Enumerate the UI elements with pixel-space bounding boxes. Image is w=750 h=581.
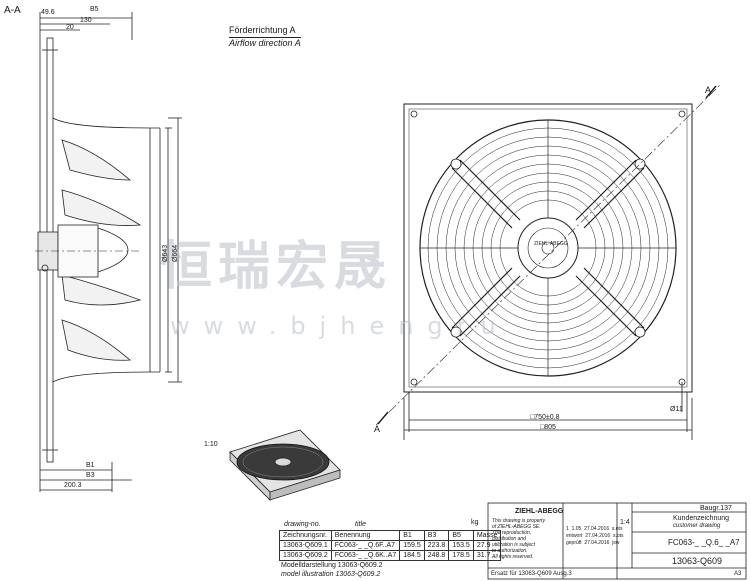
copyright-line: The reproduction,: [492, 530, 532, 536]
dim-b5: B5: [90, 6, 99, 13]
copyright-line: This drawing is property: [492, 518, 546, 524]
dim-20: 20: [66, 24, 74, 31]
revision-cell: 27.04.2016: [584, 540, 610, 546]
revision-cell: s.ots: [613, 533, 624, 539]
revision-cell: 27.04.2016: [585, 533, 611, 539]
iso-scale: 1:10: [204, 441, 218, 448]
dim-b3: B3: [86, 472, 95, 479]
revision-cell: s.ots: [611, 526, 623, 532]
dim-b5-offset: 49.6: [41, 9, 55, 16]
dim-square-inner: □750±0.8: [530, 414, 560, 421]
table-header: B1: [399, 530, 425, 541]
drawing-type-en: customer drawing: [673, 523, 721, 529]
sheet-size: A3: [734, 571, 742, 577]
hub-brand-label: ZIEHL-ABEGG: [534, 241, 568, 247]
table-cell: 184.5: [399, 550, 425, 561]
drawing-number: 13063-Q609: [672, 556, 723, 566]
front-view: [375, 84, 721, 440]
section-marker-bottom: A: [374, 424, 381, 434]
dim-dia-643: Ø643: [162, 244, 169, 262]
table-header: B3: [423, 530, 450, 541]
table-cell: 178.5: [448, 550, 474, 561]
dim-hole: Ø11: [670, 406, 683, 413]
bom-table: Zeichnungsnr. Benennung B1 B3 B5 Masse 1…: [279, 530, 502, 561]
table-cell: 153.5: [448, 540, 474, 551]
revision-table: 1 1.05 27.04.2016 s.ots entwort 27.04.20…: [566, 526, 624, 547]
bom-mass-unit: kg: [471, 519, 479, 526]
table-cell: FC063-_ _Q.6F..A7: [330, 540, 401, 551]
bom-header-drawing-no: drawing-no.: [284, 521, 321, 528]
section-marker-top: A: [705, 85, 712, 95]
table-cell: 159.5: [399, 540, 425, 551]
model-illustration-en: model illustration 13063-Q609.2: [281, 571, 381, 578]
table-cell: FC063-_ _Q.6K..A7: [330, 550, 401, 561]
table-row: 13063-Q609.1 FC063-_ _Q.6F..A7 159.5 223…: [279, 540, 502, 551]
table-cell: 248.8: [423, 550, 450, 561]
dim-130: 130: [80, 17, 92, 24]
drawing-scale: 1:4: [620, 519, 630, 526]
model-illustration-de: Modelldarstellung 13063-Q609.2: [281, 562, 383, 569]
dim-b1: B1: [86, 462, 95, 469]
revision-cell: 1.05: [571, 526, 582, 532]
revision-row: geprüft 27.04.2016 jsw: [566, 540, 624, 547]
copyright-line: All rights reserved.: [492, 554, 534, 560]
table-cell: 223.8: [423, 540, 450, 551]
dim-square-outer: □805: [540, 424, 556, 431]
revision-cell: geprüft: [566, 540, 582, 546]
revision-cell: entwort: [566, 533, 583, 539]
drawing-type: Kundenzeichnung: [673, 515, 730, 522]
iso-view: [229, 429, 341, 501]
copyright-line: to authorization.: [492, 548, 528, 554]
size-label: Baugr.137: [700, 505, 732, 512]
section-label: A-A: [4, 5, 21, 16]
airflow-label-de: Förderrichtung A: [229, 25, 296, 35]
revision-row: 1 1.05 27.04.2016 s.ots: [566, 526, 624, 533]
revision-cell: jsw: [612, 540, 620, 546]
copyright-line: utilization is subject: [492, 542, 536, 548]
revision-row: entwort 27.04.2016 s.ots: [566, 533, 624, 540]
table-cell: 31.7: [472, 550, 502, 561]
dim-dia-664: Ø664: [172, 244, 179, 262]
copyright-line: of ZIEHL-ABEGG SE.: [492, 524, 541, 530]
table-header: B5: [448, 530, 474, 541]
airflow-label-en: Airflow direction A: [229, 37, 301, 48]
table-header: Benennung: [330, 530, 401, 541]
table-cell: 13063-Q609.2: [279, 550, 332, 561]
copyright-line: distribution and: [492, 536, 526, 542]
replacement-note: Ersatz für 13063-Q609 Ausg.3: [491, 571, 572, 577]
table-cell: 13063-Q609.1: [279, 540, 332, 551]
part-name: FC063-_ _Q.6_ _A7: [668, 538, 740, 547]
table-header: Zeichnungsnr.: [279, 530, 332, 541]
table-row: 13063-Q609.2 FC063-_ _Q.6K..A7 184.5 248…: [279, 550, 502, 561]
watermark-url: www.bjhengru: [170, 312, 510, 340]
side-section-view: [35, 12, 182, 492]
dim-200-3: 200.3: [64, 482, 82, 489]
company-logo-text: ZIEHL-ABEGG: [515, 508, 564, 515]
table-row: Zeichnungsnr. Benennung B1 B3 B5 Masse: [279, 530, 502, 541]
copyright-notice: This drawing is property of ZIEHL-ABEGG …: [492, 518, 545, 560]
revision-cell: 1: [566, 526, 569, 532]
bom-header-title: title: [355, 521, 366, 528]
watermark-text: 恒瑞宏晟: [160, 237, 393, 297]
revision-cell: 27.04.2016: [584, 526, 610, 532]
